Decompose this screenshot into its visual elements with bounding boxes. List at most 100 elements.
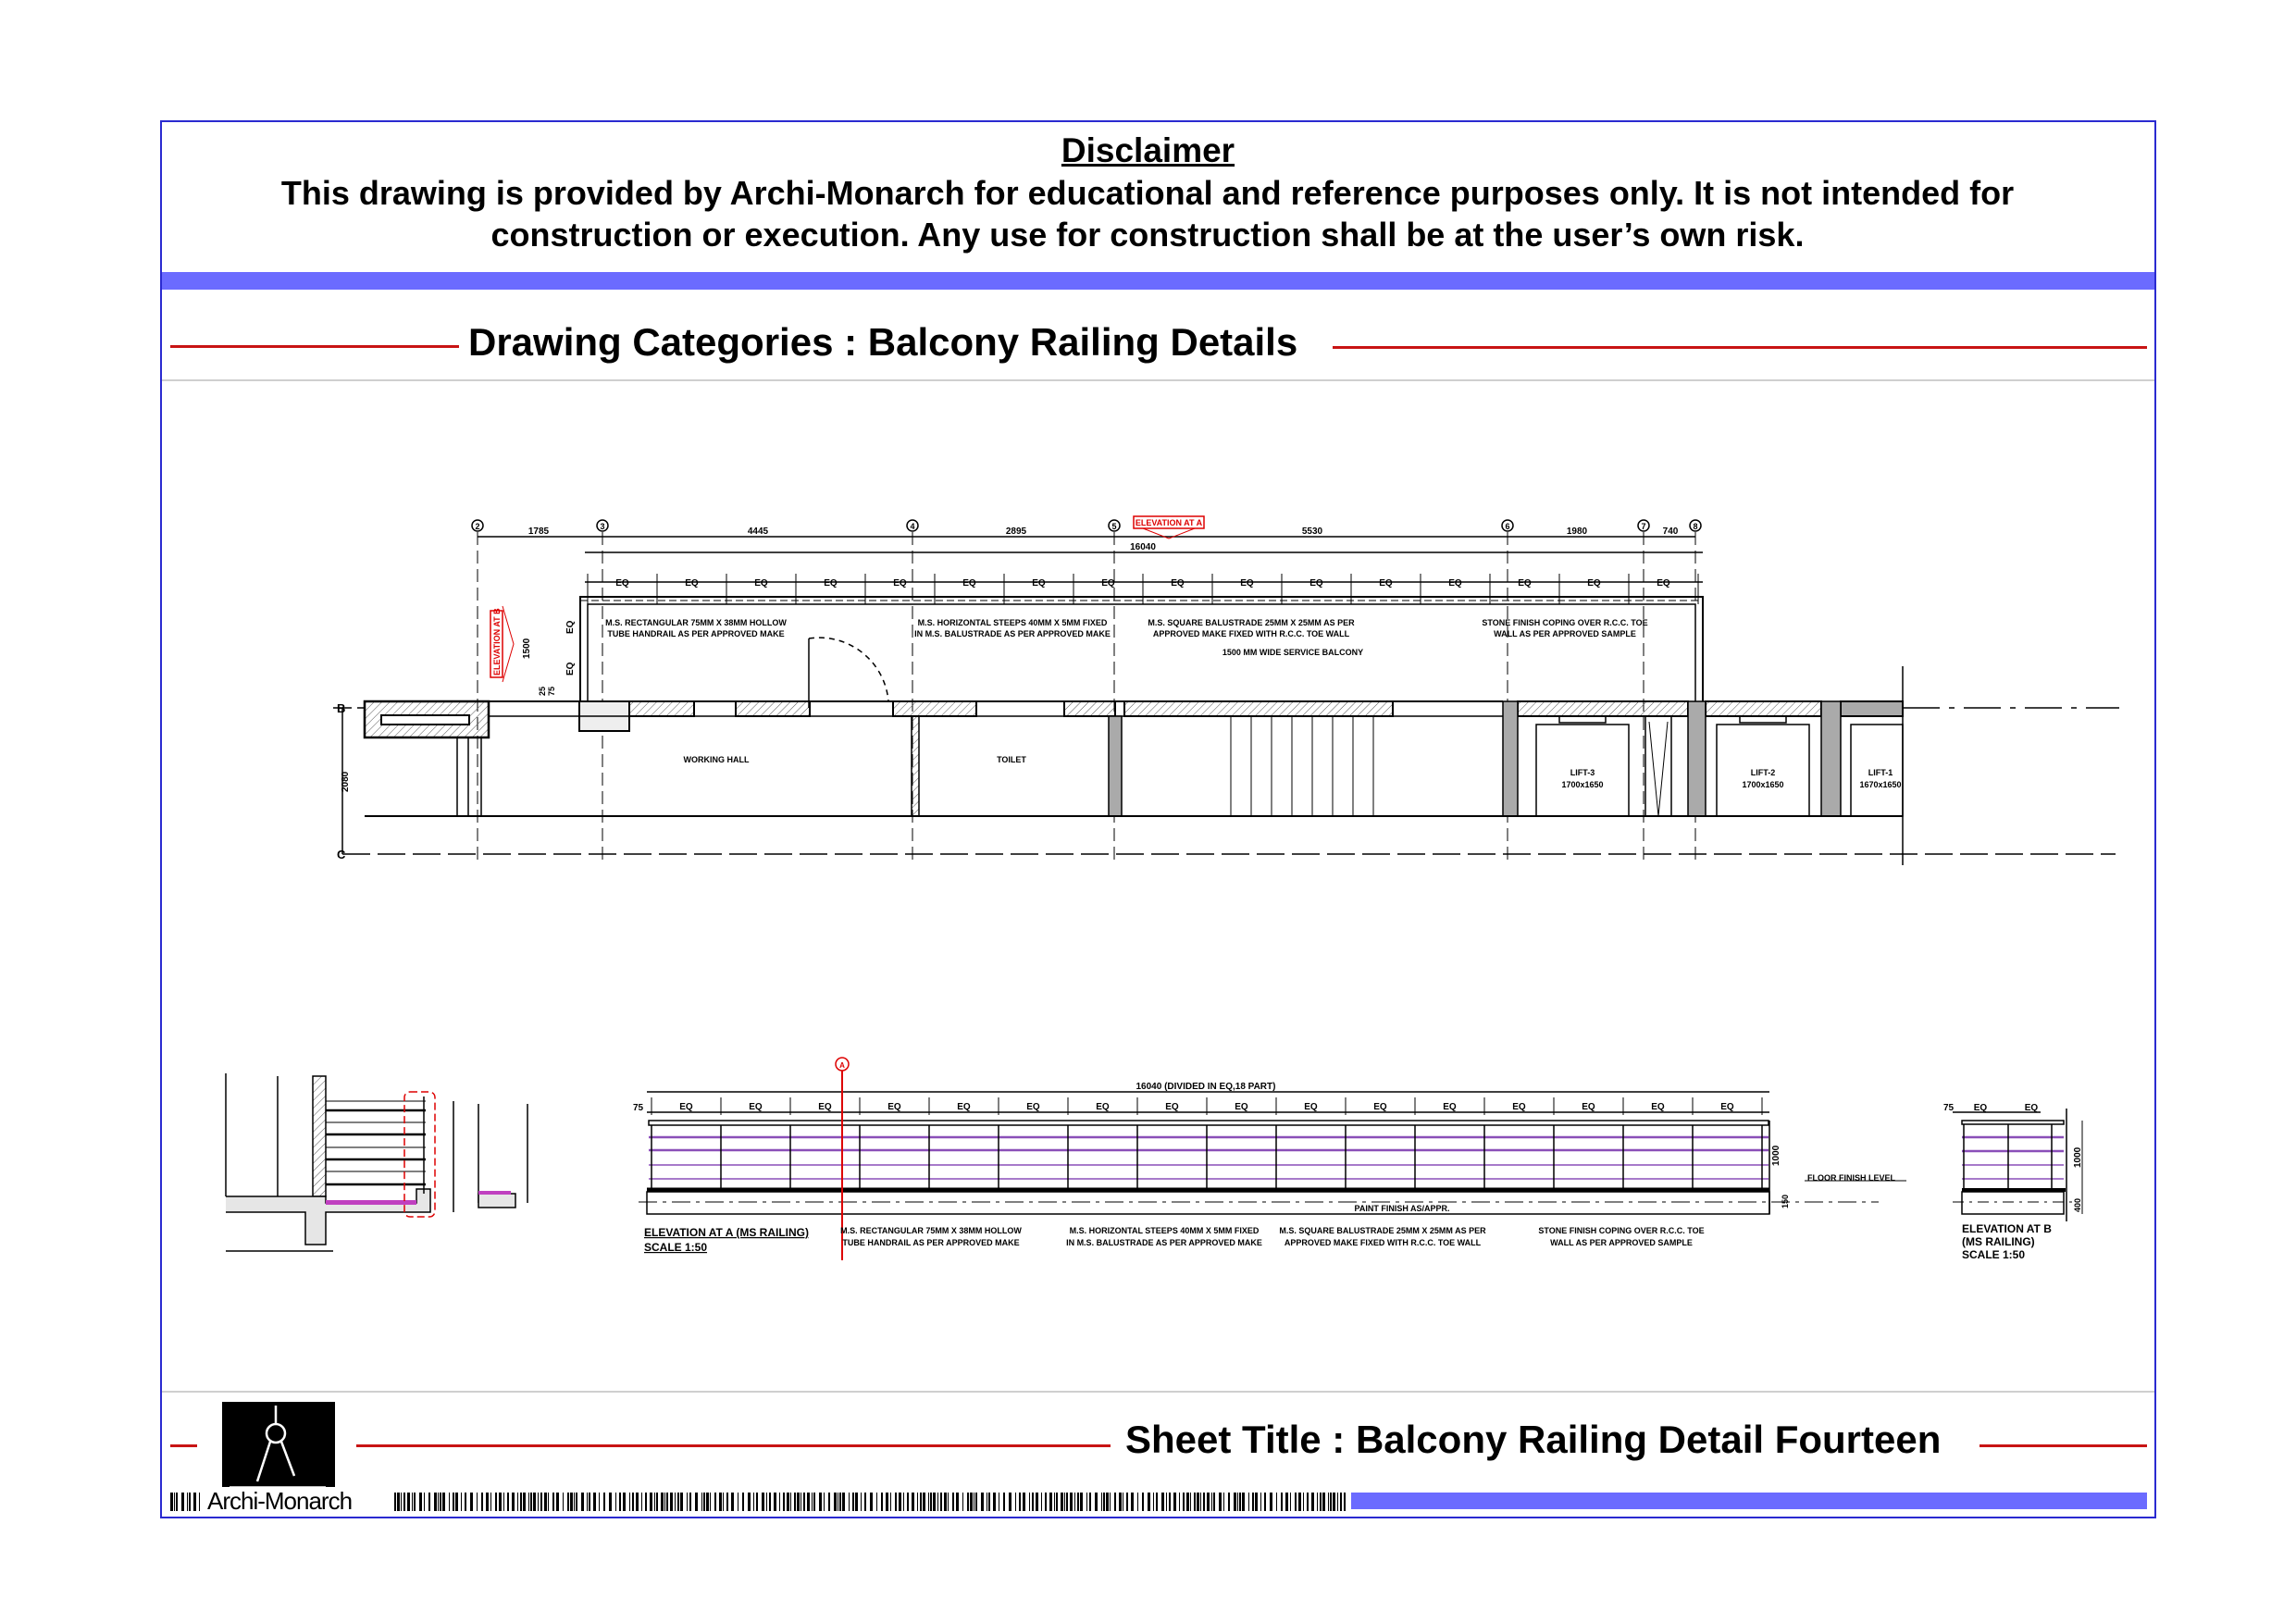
- barcode-bar: [603, 1493, 605, 1511]
- eq-label: EQ: [1651, 1102, 1665, 1112]
- barcode-bar: [645, 1493, 647, 1511]
- barcode-bar: [440, 1493, 441, 1511]
- elevation-a-150: 150: [1781, 1195, 1790, 1208]
- barcode-bar: [176, 1493, 178, 1511]
- barcode-bar: [520, 1493, 522, 1511]
- barcode-bar: [1148, 1493, 1150, 1511]
- eq-label: EQ: [1101, 578, 1115, 588]
- barcode-bar: [650, 1493, 652, 1511]
- barcode-bar: [797, 1493, 800, 1511]
- lift-2-size: 1700x1650: [1742, 780, 1783, 789]
- barcode-bar: [1019, 1493, 1021, 1511]
- barcode-bar: [839, 1493, 841, 1511]
- barcode-bar: [794, 1493, 796, 1511]
- barcode-bar: [170, 1493, 173, 1511]
- barcode-bar: [895, 1493, 897, 1511]
- barcode-bar: [1219, 1493, 1222, 1511]
- barcode-bar: [189, 1493, 191, 1511]
- dim-2080: 2080: [341, 771, 351, 792]
- eq-label: EQ: [1165, 1102, 1179, 1112]
- barcode-bar: [710, 1493, 711, 1511]
- barcode-bar: [1110, 1493, 1111, 1511]
- grid-marker: [1637, 519, 1650, 532]
- barcode-bar: [948, 1493, 949, 1511]
- barcode-bar: [1137, 1493, 1138, 1511]
- grid-marker-label: 3: [600, 522, 604, 531]
- elev-note: WALL AS PER APPROVED SAMPLE: [1550, 1238, 1693, 1247]
- elevation-b-eq: EQ: [2025, 1103, 2039, 1113]
- span-dim: 4445: [748, 527, 769, 537]
- note-steeps: IN M.S. BALUSTRADE AS PER APPROVED MAKE: [914, 629, 1111, 638]
- barcode-bar: [819, 1493, 822, 1511]
- grid-marker-c: C: [337, 848, 346, 861]
- barcode-bar: [503, 1493, 504, 1511]
- barcode-bar: [619, 1493, 621, 1511]
- eq-label: EQ: [1373, 1102, 1387, 1112]
- barcode-bar: [1015, 1493, 1016, 1511]
- eq-label: EQ: [685, 578, 699, 588]
- barcode-bar: [876, 1493, 877, 1511]
- barcode-bar: [1203, 1493, 1205, 1511]
- rule-left: [170, 345, 459, 348]
- barcode-bar: [174, 1493, 175, 1511]
- barcode-bar: [1003, 1493, 1005, 1511]
- barcode-bar: [1074, 1493, 1075, 1511]
- elevation-a-overall: 16040 (DIVIDED IN EQ,18 PART): [1136, 1082, 1276, 1092]
- barcode-bar: [1211, 1493, 1212, 1511]
- barcode-bar: [533, 1493, 536, 1511]
- barcode-bar: [701, 1493, 702, 1511]
- header-divider: [162, 379, 2154, 381]
- barcode-bar: [1337, 1493, 1338, 1511]
- barcode-bar: [528, 1493, 529, 1511]
- elevation-b-400: 400: [2073, 1198, 2082, 1212]
- barcode-bar: [1213, 1493, 1215, 1511]
- dim-75: 75: [547, 687, 556, 696]
- barcode-bar: [407, 1493, 410, 1511]
- barcode-bar: [1197, 1493, 1199, 1511]
- eq-label: EQ: [1657, 578, 1670, 588]
- span-dim: 2895: [1006, 527, 1027, 537]
- barcode-bar: [1194, 1493, 1196, 1511]
- elevation-b-tag-label: ELEVATION AT B: [492, 608, 502, 675]
- barcode-bar: [570, 1493, 573, 1511]
- barcode-bar: [641, 1493, 642, 1511]
- barcode-bar: [864, 1493, 866, 1511]
- barcode-bar: [1264, 1493, 1266, 1511]
- barcode-bar: [1054, 1493, 1055, 1511]
- elevation-b-title: ELEVATION AT B: [1962, 1222, 2052, 1235]
- barcode-bar: [599, 1493, 600, 1511]
- barcode-bar: [1089, 1493, 1091, 1511]
- lift-1-size: 1670x1650: [1859, 780, 1901, 789]
- elev-note: M.S. RECTANGULAR 75MM X 38MM HOLLOW: [840, 1226, 1022, 1235]
- barcode-bar: [714, 1493, 716, 1511]
- barcode-bar: [852, 1493, 854, 1511]
- barcode-bar: [890, 1493, 891, 1511]
- barcode-bar: [1106, 1493, 1109, 1511]
- barcode-bar: [495, 1493, 497, 1511]
- footer-rule-small: [170, 1444, 197, 1447]
- barcode-bar: [813, 1493, 815, 1511]
- barcode-bar: [486, 1493, 489, 1511]
- barcode-bar: [748, 1493, 751, 1511]
- barcode-bar: [1029, 1493, 1030, 1511]
- barcode-bar: [615, 1493, 616, 1511]
- archi-monarch-logo: [222, 1402, 335, 1492]
- barcode-bar: [1186, 1493, 1189, 1511]
- barcode-bar: [779, 1493, 780, 1511]
- disclaimer-line-1: This drawing is provided by Archi-Monarc…: [280, 174, 2015, 212]
- sheet-frame: [160, 120, 2156, 1518]
- balcony-label: 1500 MM WIDE SERVICE BALCONY: [1222, 648, 1363, 657]
- barcode-bar: [1322, 1493, 1325, 1511]
- barcode-bar: [928, 1493, 929, 1511]
- eq-label: EQ: [1032, 578, 1046, 588]
- barcode-bar: [940, 1493, 942, 1511]
- grid-marker-label: 8: [1693, 522, 1697, 531]
- eq-label: EQ: [1240, 578, 1254, 588]
- barcode-bar: [1260, 1493, 1261, 1511]
- barcode-bar: [1077, 1493, 1079, 1511]
- elevation-a-title: ELEVATION AT A (MS RAILING): [644, 1226, 809, 1239]
- elev-note: APPROVED MAKE FIXED WITH R.C.C. TOE WALL: [1285, 1238, 1482, 1247]
- note-handrail: M.S. RECTANGULAR 75MM X 38MM HOLLOW: [605, 618, 787, 627]
